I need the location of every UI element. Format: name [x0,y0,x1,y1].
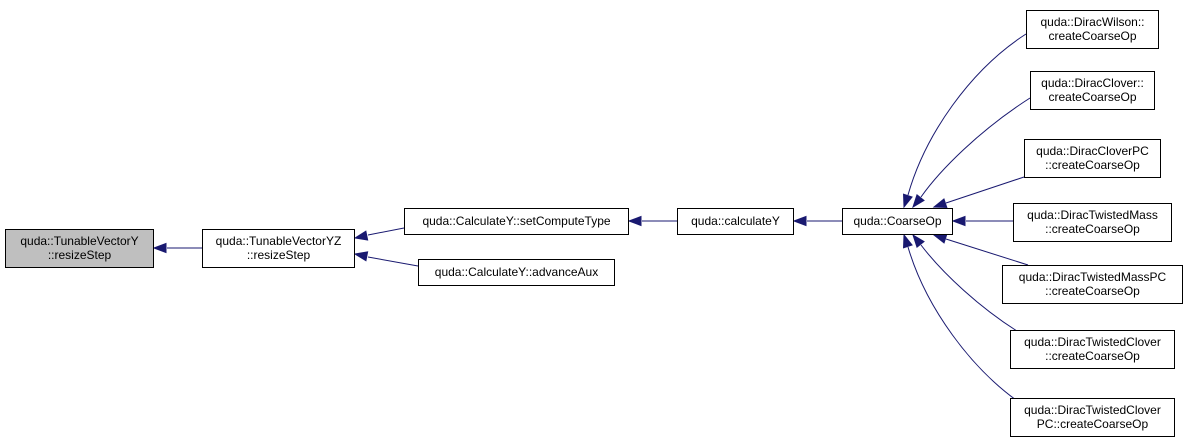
node-label: ::createCoarseOp [1045,158,1140,172]
node-box [418,259,615,286]
edge-line [945,176,1025,204]
edge-line [920,244,1031,340]
edge-dirac-twisted-clover-pc-to-coarse-op [902,233,1027,408]
arrowhead [152,242,167,254]
node-calculate-y-set-compute-type[interactable]: quda::CalculateY::setComputeType [404,208,629,235]
node-label: ::resizeStep [247,248,311,262]
node-label: quda::calculateY [691,214,780,228]
node-dirac-twisted-mass-pc[interactable]: quda::DiracTwistedMassPC::createCoarseOp [1002,265,1183,304]
arrowhead [932,198,948,209]
node-box [1010,330,1175,369]
node-tunable-vector-y[interactable]: quda::TunableVectorY::resizeStep [5,229,154,268]
node-label: quda::DiracTwistedClover [1024,403,1161,417]
node-box [1030,71,1155,110]
node-label: ::createCoarseOp [1045,222,1140,236]
edge-dirac-twisted-clover-to-coarse-op [912,233,1031,340]
edge-dirac-clover-pc-to-coarse-op [932,176,1025,209]
edge-dirac-wilson-to-coarse-op [902,33,1027,209]
node-label: createCoarseOp [1048,90,1136,104]
node-coarse-op[interactable]: quda::CoarseOp [842,208,953,235]
edge-calculate-y-set-compute-type-to-tunable-vector-yz [353,227,405,241]
node-tunable-vector-yz[interactable]: quda::TunableVectorYZ::resizeStep [202,229,355,268]
node-label: quda::DiracWilson:: [1040,15,1144,29]
node-calculate-y-advance-aux[interactable]: quda::CalculateY::advanceAux [418,259,615,286]
arrowhead [951,215,966,227]
node-label: quda::TunableVectorYZ [216,234,342,248]
node-box [1013,203,1172,242]
arrowhead [932,233,948,244]
node-label: quda::CalculateY::setComputeType [422,214,610,228]
node-box [404,208,629,235]
edge-tunable-vector-yz-to-tunable-vector-y [152,242,202,254]
arrowhead [912,193,925,209]
edge-line [367,227,405,236]
node-dirac-twisted-mass[interactable]: quda::DiracTwistedMass::createCoarseOp [1013,203,1172,242]
node-label: quda::TunableVectorY [20,234,138,248]
node-box [1026,10,1159,49]
node-label: quda::CoarseOp [853,214,941,228]
node-dirac-twisted-clover[interactable]: quda::DiracTwistedClover::createCoarseOp [1010,330,1175,369]
edge-line [367,256,419,267]
edge-coarse-op-to-calculate-y [792,215,842,227]
nodes-layer: quda::TunableVectorY::resizeStepquda::Tu… [5,10,1183,437]
node-dirac-clover[interactable]: quda::DiracClover::createCoarseOp [1030,71,1155,110]
edges-layer [152,33,1031,408]
node-label: quda::DiracTwistedMassPC [1019,270,1167,284]
arrowhead [353,251,369,262]
arrowhead [627,215,642,227]
node-box [1002,265,1183,304]
node-box [1024,139,1161,178]
edge-line [920,97,1031,198]
node-box [842,208,953,235]
node-calculate-y[interactable]: quda::calculateY [677,208,794,235]
arrowhead [792,215,807,227]
node-label: ::createCoarseOp [1045,284,1140,298]
edge-calculate-y-to-calculate-y-set-compute-type [627,215,677,227]
node-label: createCoarseOp [1048,29,1136,43]
node-dirac-twisted-clover-pc[interactable]: quda::DiracTwistedCloverPC::createCoarse… [1010,398,1175,437]
node-label: quda::CalculateY::advanceAux [435,265,598,279]
edge-dirac-clover-to-coarse-op [912,97,1031,209]
node-label: quda::DiracClover:: [1041,76,1144,90]
edge-line [907,33,1027,196]
node-dirac-wilson[interactable]: quda::DiracWilson::createCoarseOp [1026,10,1159,49]
node-label: quda::DiracCloverPC [1036,144,1149,158]
node-dirac-clover-pc[interactable]: quda::DiracCloverPC::createCoarseOp [1024,139,1161,178]
node-label: PC::createCoarseOp [1037,417,1149,431]
edge-line [907,246,1027,408]
arrowhead [902,193,913,209]
arrowhead [912,233,925,249]
edge-line [945,238,1029,266]
node-box [202,229,355,268]
node-box [5,229,154,268]
node-label: ::resizeStep [48,248,112,262]
node-label: ::createCoarseOp [1045,349,1140,363]
edge-calculate-y-advance-aux-to-tunable-vector-yz [353,251,419,267]
edge-dirac-twisted-mass-to-coarse-op [951,215,1013,227]
arrowhead [902,233,913,249]
node-label: quda::DiracTwistedClover [1024,335,1161,349]
arrowhead [353,230,369,241]
node-box [677,208,794,235]
node-label: quda::DiracTwistedMass [1027,208,1158,222]
node-box [1010,398,1175,437]
